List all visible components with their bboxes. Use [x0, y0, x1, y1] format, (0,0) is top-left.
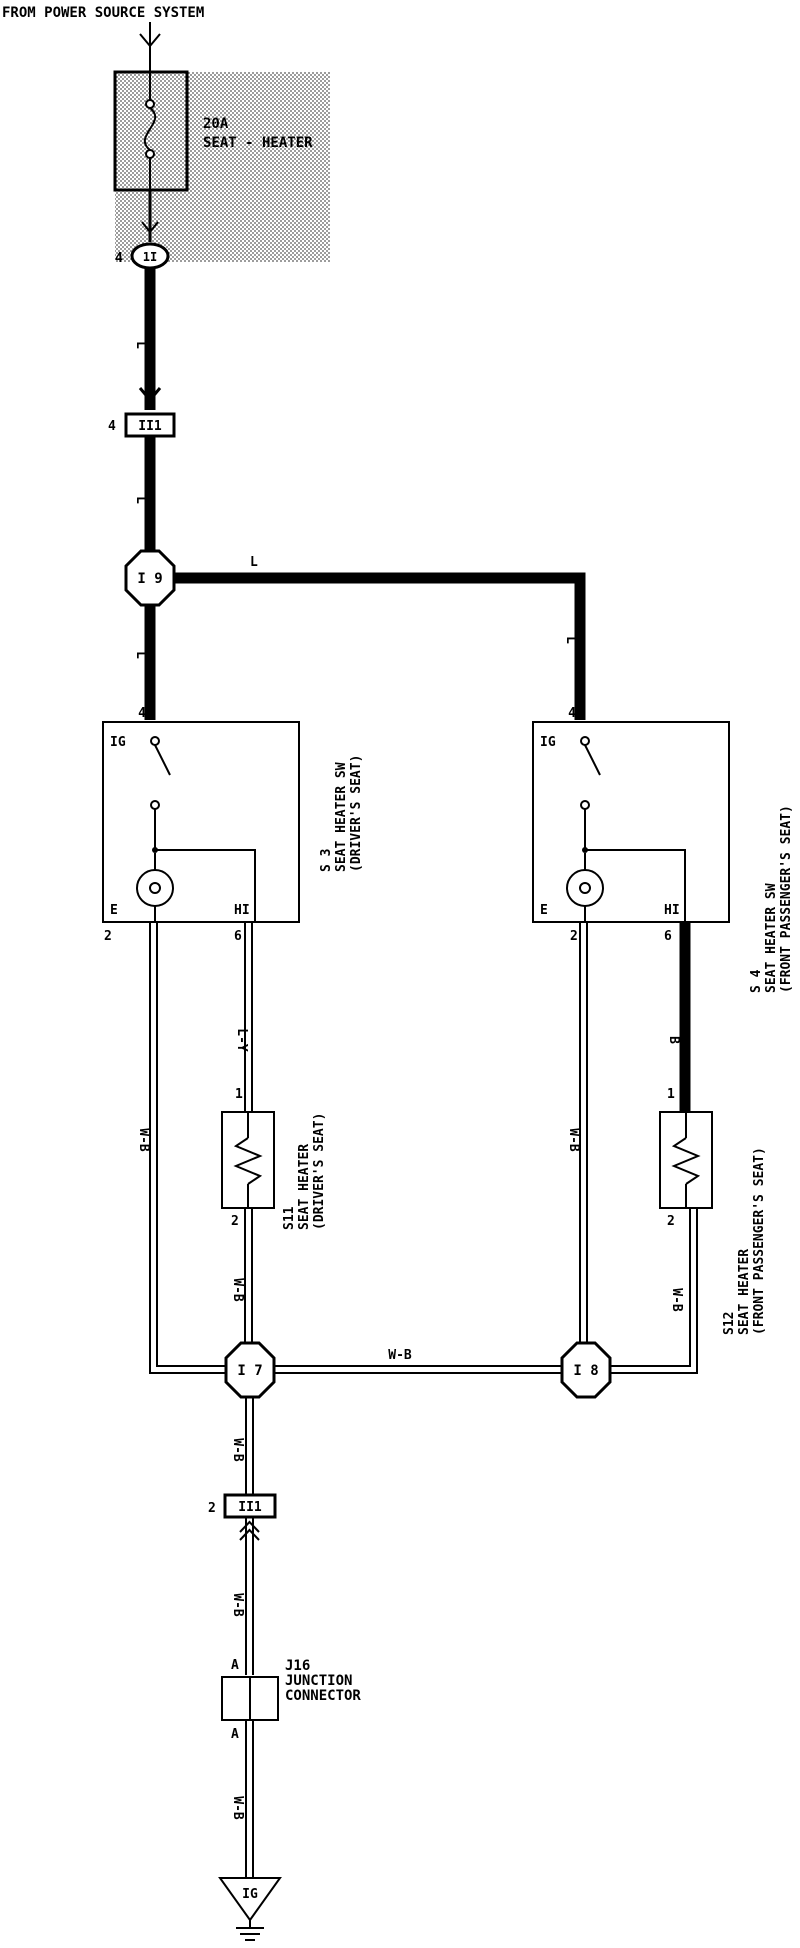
connector-ii1-bottom-pin: 2: [208, 1501, 216, 1516]
passenger-switch-pin-hi: 6: [664, 929, 672, 944]
input-arrow-icon: [139, 22, 161, 75]
driver-switch-code: S 3: [319, 849, 334, 872]
wire-label-wb-4: W-B: [669, 1288, 684, 1312]
passenger-heater-pin-bottom: 2: [667, 1214, 675, 1229]
wire-label-wb-6: W-B: [230, 1438, 245, 1462]
driver-heater-pin-bottom: 2: [231, 1214, 239, 1229]
driver-switch-label-hi: HI: [234, 903, 250, 918]
passenger-switch-code: S 4: [749, 969, 764, 993]
connector-1i-pin: 4: [115, 251, 123, 266]
passenger-heater-code: S12: [722, 1312, 737, 1335]
wire-label-l-2: L: [133, 496, 148, 504]
passenger-switch-seat: (FRONT PASSENGER'S SEAT): [779, 805, 794, 993]
wire-label-wb-8: W-B: [230, 1796, 245, 1820]
fuse-icon: [143, 72, 157, 190]
wire-wb-driver: [149, 922, 230, 1374]
ground-point: [218, 1877, 282, 1922]
wire-label-b: B: [666, 1036, 681, 1044]
driver-switch-seat: (DRIVER'S SEAT): [349, 755, 364, 872]
driver-heater-pin-top: 1: [235, 1087, 243, 1102]
passenger-switch-label-hi: HI: [664, 903, 680, 918]
connector-ii1-top-pin: 4: [108, 419, 116, 434]
wire-wb-j16-ground: [245, 1720, 254, 1878]
wire-label-l-4: L: [563, 636, 578, 644]
heater-resistor-icon: [233, 1112, 263, 1208]
junction-pin-bottom: A: [231, 1727, 239, 1742]
driver-switch-name: SEAT HEATER SW: [334, 762, 349, 872]
junction-code: J16: [285, 1658, 310, 1674]
driver-switch-pin-e: 2: [104, 929, 112, 944]
passenger-switch-label-e: E: [540, 903, 548, 918]
ground-point-label: IG: [242, 1887, 258, 1902]
wire-ly-driver: [244, 922, 253, 1112]
wire-wb-i7-ii1: [245, 1397, 254, 1495]
passenger-switch-name: SEAT HEATER SW: [764, 883, 779, 993]
indicator-lamp-icon: [136, 853, 174, 922]
connector-ii1-bottom: [223, 1493, 277, 1519]
wire-label-wb-1: W-B: [136, 1128, 151, 1152]
fuse-name: SEAT - HEATER: [203, 135, 313, 151]
wire-label-ly: L-Y: [234, 1028, 249, 1052]
connector-i9: [124, 549, 176, 607]
heater-resistor-icon: [671, 1112, 701, 1208]
junction-line2: CONNECTOR: [285, 1688, 361, 1704]
junction-line1: JUNCTION: [285, 1673, 352, 1689]
passenger-switch-pin-ig: 4: [568, 706, 576, 721]
connector-i7-label: I 7: [237, 1363, 262, 1379]
wire-label-l-1: L: [133, 341, 148, 349]
connector-i8-label: I 8: [573, 1363, 598, 1379]
connector-ii1-top-label: II1: [138, 419, 162, 434]
wire-label-wb-7: W-B: [230, 1593, 245, 1617]
wire-wb-driver-heater: [244, 1208, 253, 1345]
driver-switch-pin-hi: 6: [234, 929, 242, 944]
connector-i7: [224, 1341, 276, 1399]
fuse-rating: 20A: [203, 116, 229, 132]
connector-ii1-bottom-label: II1: [238, 1500, 262, 1515]
driver-switch-pin-ig: 4: [138, 706, 146, 721]
passenger-heater-pin-top: 1: [667, 1087, 675, 1102]
wire-wb-ii1-j16: [239, 1517, 260, 1675]
passenger-switch-pin-e: 2: [570, 929, 578, 944]
indicator-lamp-icon: [566, 853, 604, 922]
passenger-switch-box: [532, 721, 730, 923]
driver-switch-box: [102, 721, 300, 923]
passenger-heater-seat: (FRONT PASSENGER'S SEAT): [752, 1147, 767, 1335]
driver-switch-label-ig: IG: [110, 735, 126, 750]
ground-icon: [236, 1920, 264, 1941]
junction-pin-top: A: [231, 1658, 239, 1673]
driver-heater-name: SEAT HEATER: [297, 1144, 312, 1230]
header-title: FROM POWER SOURCE SYSTEM: [2, 5, 204, 21]
connector-i8: [560, 1341, 612, 1399]
connector-1i-label: 1I: [143, 250, 157, 264]
passenger-switch-label-ig: IG: [540, 735, 556, 750]
switch-contact-icon: [580, 736, 686, 922]
driver-heater-code: S11: [282, 1206, 297, 1230]
driver-switch-label-e: E: [110, 903, 118, 918]
wire-label-wb-5: W-B: [388, 1348, 412, 1363]
passenger-heater-name: SEAT HEATER: [737, 1249, 752, 1335]
driver-heater-seat: (DRIVER'S SEAT): [312, 1113, 327, 1230]
wire-label-l-5: L: [133, 651, 148, 659]
wire-wb-i7-i8: [272, 1365, 568, 1374]
wire-wb-passenger-heater: [610, 1208, 698, 1374]
switch-contact-icon: [150, 736, 256, 922]
wire-label-l-3: L: [250, 555, 258, 570]
wire-label-wb-2: W-B: [230, 1278, 245, 1302]
wire-label-wb-3: W-B: [566, 1128, 581, 1152]
wire-wb-passenger: [579, 922, 588, 1345]
connector-i9-label: I 9: [137, 571, 162, 587]
